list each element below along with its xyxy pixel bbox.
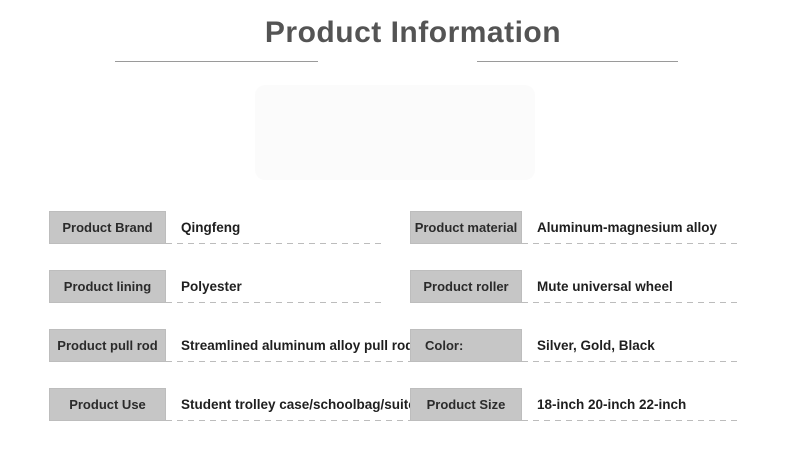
spec-row-brand: Product Brand Qingfeng [49, 211, 383, 244]
spec-label-lining: Product lining [49, 270, 166, 303]
title-underline-right [477, 61, 678, 62]
spec-row-lining: Product lining Polyester [49, 270, 383, 303]
spec-row-pull-rod: Product pull rod Streamlined aluminum al… [49, 329, 414, 362]
title-underline-left [115, 61, 318, 62]
spec-label-size: Product Size [410, 388, 522, 421]
spec-label-pull-rod: Product pull rod [49, 329, 166, 362]
spec-value-lining: Polyester [166, 270, 383, 303]
spec-label-color: Color: [410, 329, 522, 362]
spec-label-roller: Product roller [410, 270, 522, 303]
spec-label-use: Product Use [49, 388, 166, 421]
spec-row-material: Product material Aluminum-magnesium allo… [410, 211, 739, 244]
spec-value-size: 18-inch 20-inch 22-inch [522, 388, 739, 421]
spec-row-use: Product Use Student trolley case/schoolb… [49, 388, 439, 421]
page-title: Product Information [264, 16, 562, 49]
spec-value-color: Silver, Gold, Black [522, 329, 739, 362]
spec-label-material: Product material [410, 211, 522, 244]
spec-row-size: Product Size 18-inch 20-inch 22-inch [410, 388, 739, 421]
spec-value-material: Aluminum-magnesium alloy [522, 211, 739, 244]
spec-column-left: Product Brand Qingfeng Product lining Po… [49, 211, 439, 447]
spec-column-right: Product material Aluminum-magnesium allo… [410, 211, 739, 447]
spec-row-color: Color: Silver, Gold, Black [410, 329, 739, 362]
spec-row-roller: Product roller Mute universal wheel [410, 270, 739, 303]
spec-value-roller: Mute universal wheel [522, 270, 739, 303]
spec-value-use: Student trolley case/schoolbag/suitcase [166, 388, 439, 421]
spec-value-brand: Qingfeng [166, 211, 383, 244]
spec-label-brand: Product Brand [49, 211, 166, 244]
faint-background-artifact [255, 85, 535, 180]
spec-value-pull-rod: Streamlined aluminum alloy pull rod [166, 329, 414, 362]
